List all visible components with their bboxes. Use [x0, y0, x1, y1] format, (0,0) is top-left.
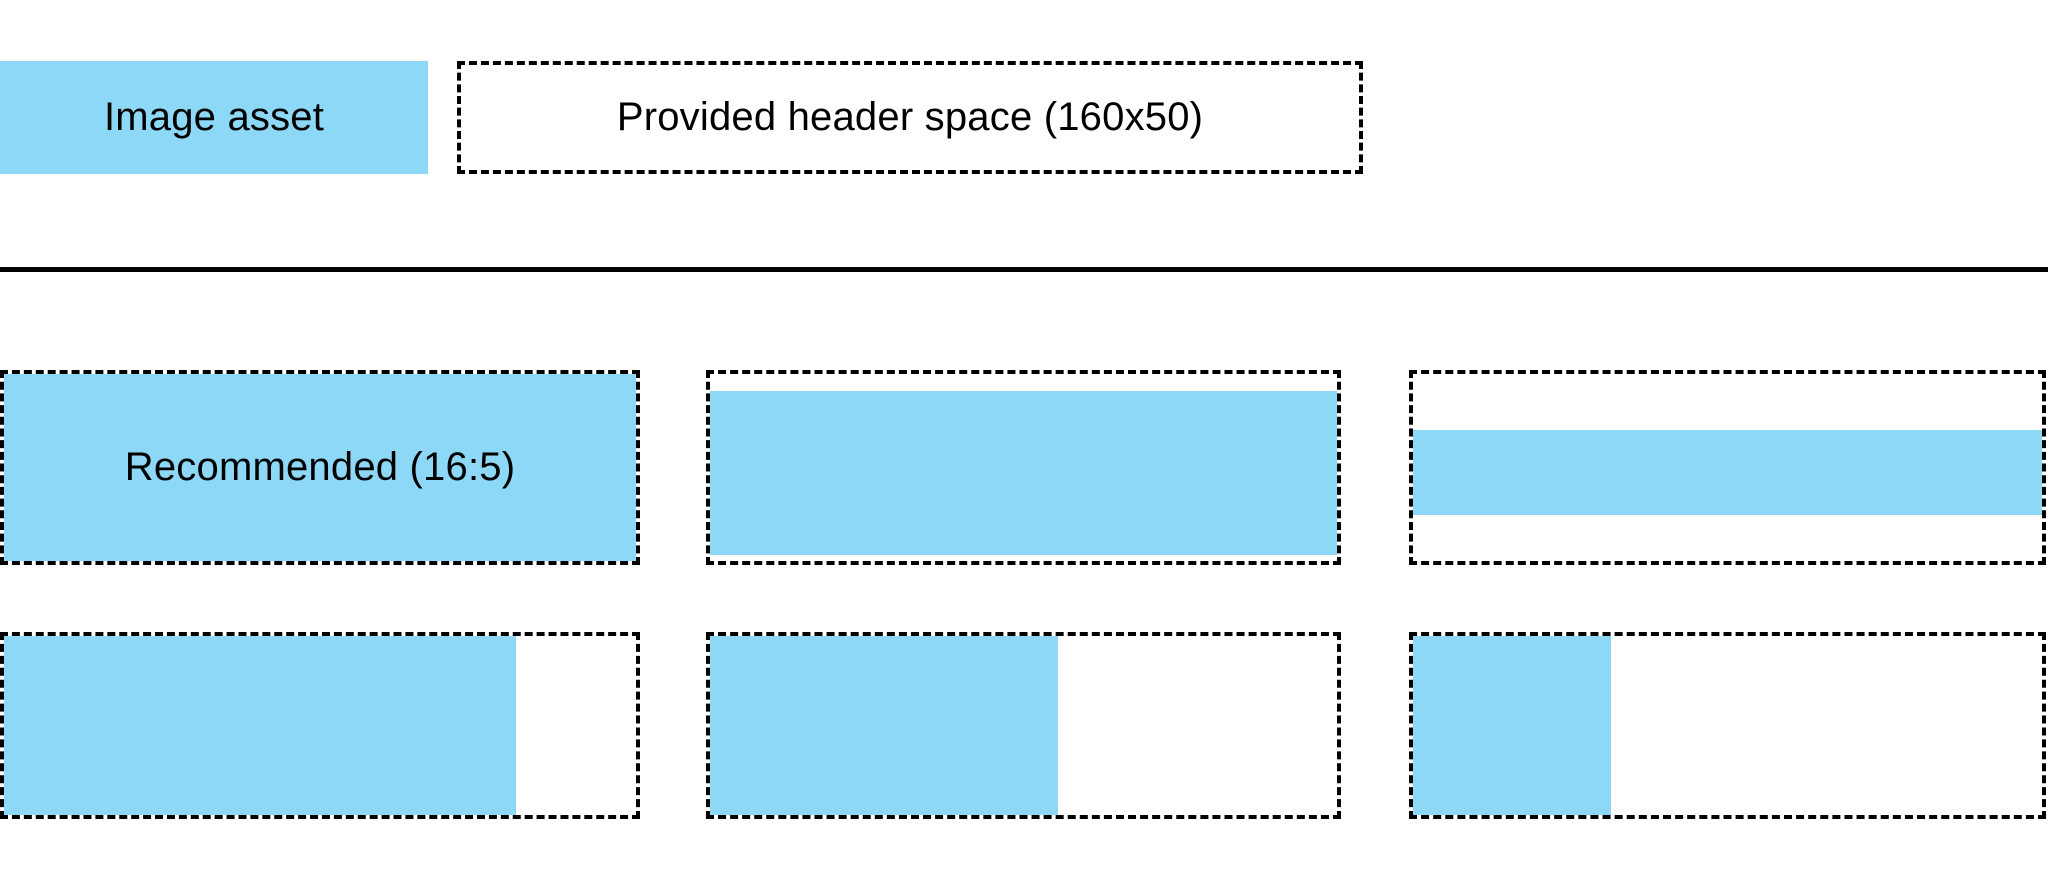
- tile-full-height-wide: [0, 632, 640, 819]
- image-asset-fill: [710, 636, 1058, 815]
- tile-full-width-thin-band: [1409, 370, 2046, 565]
- tile-full-width-small-gaps: [706, 370, 1341, 565]
- section-divider: [0, 267, 2048, 272]
- legend-image-asset-label: Image asset: [103, 95, 325, 139]
- legend-header-space-label: Provided header space (160x50): [616, 95, 1204, 139]
- tile-inner: [710, 374, 1337, 561]
- tile-inner: [1413, 636, 2042, 815]
- legend-image-asset-swatch: Image asset: [0, 61, 428, 174]
- tile-inner: [710, 636, 1337, 815]
- tile-full-height-narrow: [1409, 632, 2046, 819]
- image-asset-fill: [4, 636, 516, 815]
- image-asset-fill: [1413, 636, 1612, 815]
- tile-full-height-medium: [706, 632, 1341, 819]
- tile-inner: [1413, 374, 2042, 561]
- image-asset-fill: [710, 390, 1337, 556]
- image-asset-fill: [1413, 430, 2042, 516]
- recommended-label: Recommended (16:5): [124, 445, 516, 489]
- legend-header-space-box: Provided header space (160x50): [457, 61, 1363, 174]
- tile-recommended-16-5: Recommended (16:5): [0, 370, 640, 565]
- tile-inner: Recommended (16:5): [4, 374, 636, 561]
- tile-inner: [4, 636, 636, 815]
- image-asset-fill: [4, 374, 636, 561]
- recommended-label-wrap: Recommended (16:5): [4, 374, 636, 561]
